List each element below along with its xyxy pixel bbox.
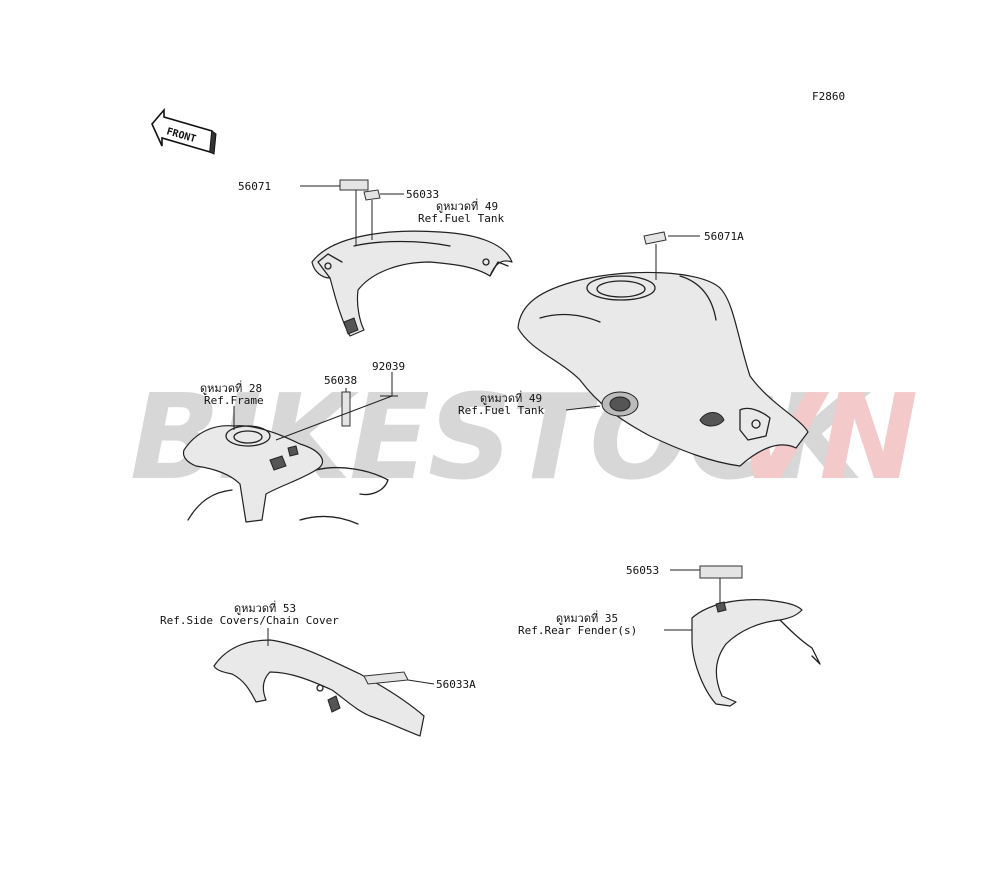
ref-frame-en: Ref.Frame xyxy=(204,394,264,407)
label-56053: 56053 xyxy=(626,564,659,577)
ref-frame-th: ดูหมวดที่ 28 xyxy=(200,380,262,395)
decal-56038 xyxy=(341,391,351,427)
decal-56071A xyxy=(643,231,667,245)
seat-cover-part xyxy=(311,230,513,337)
ref-tank-en: Ref.Fuel Tank xyxy=(458,404,544,417)
label-92039: 92039 xyxy=(372,360,405,373)
label-56033A: 56033A xyxy=(436,678,476,691)
decal-56071 xyxy=(339,179,369,191)
front-arrow-icon: FRONT xyxy=(151,107,217,155)
ref-side-en: Ref.Side Covers/Chain Cover xyxy=(160,614,339,627)
label-56071: 56071 xyxy=(238,180,271,193)
label-56071A: 56071A xyxy=(704,230,744,243)
ref-side-th: ดูหมวดที่ 53 xyxy=(234,600,296,615)
label-56033: 56033 xyxy=(406,188,439,201)
figure-code: F2860 xyxy=(812,90,845,103)
decal-56053 xyxy=(699,565,743,579)
fuel-tank-part xyxy=(517,271,809,467)
ref-tank-th: ดูหมวดที่ 49 xyxy=(480,390,542,405)
ref-fender-en: Ref.Rear Fender(s) xyxy=(518,624,637,637)
ref-fender-th: ดูหมวดที่ 35 xyxy=(556,610,618,625)
label-56038: 56038 xyxy=(324,374,357,387)
rear-fender-part xyxy=(691,599,821,707)
chain-cover-part xyxy=(213,639,425,737)
decal-56033 xyxy=(363,189,381,201)
ref-seat-en: Ref.Fuel Tank xyxy=(418,212,504,225)
frame-part xyxy=(182,425,389,525)
decal-56033A xyxy=(363,671,409,685)
ref-seat-th: ดูหมวดที่ 49 xyxy=(436,198,498,213)
